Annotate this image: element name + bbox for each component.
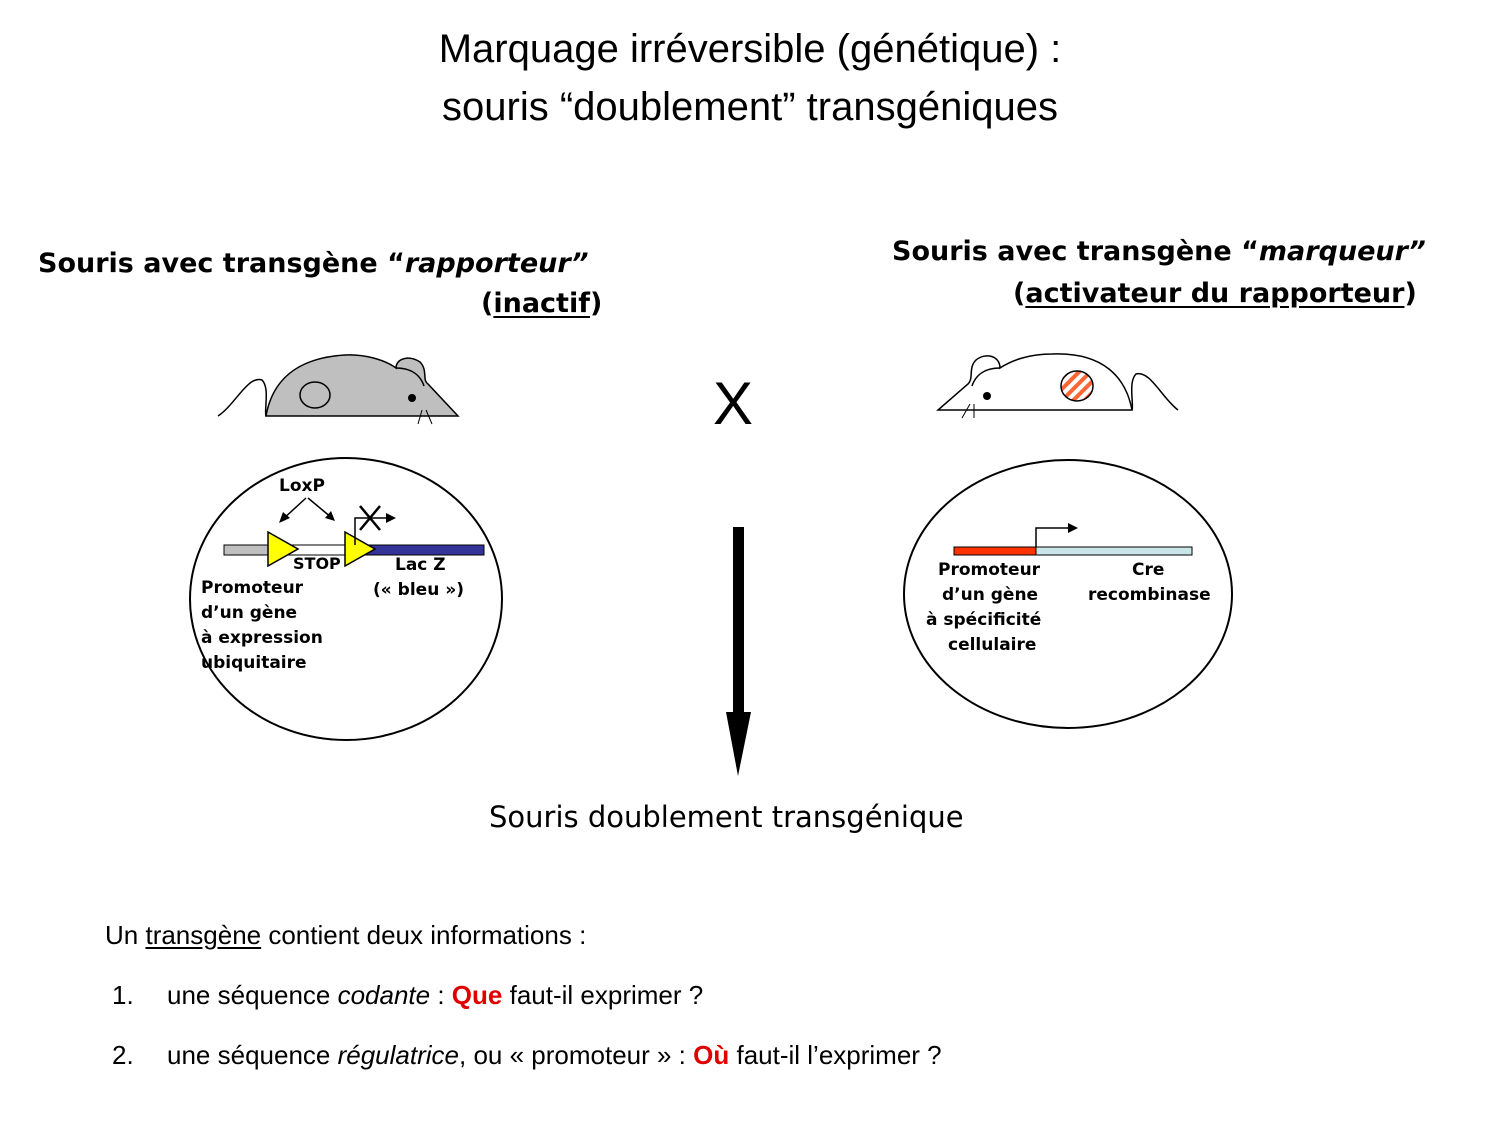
right-heading-italic: marqueur” (1258, 236, 1426, 267)
list-item-1: une séquence codante : Que faut-il expri… (167, 980, 703, 1011)
loxp-label: LoxP (279, 476, 325, 496)
marker-construct (953, 523, 1193, 556)
down-arrow-icon (726, 527, 751, 776)
transgene-intro: Un transgène contient deux informations … (105, 920, 586, 951)
item-1-italic: codante (337, 980, 431, 1010)
intro-underlined: transgène (145, 920, 262, 950)
right-paren-close: ) (1404, 278, 1417, 309)
item-2-mid: , ou « promoteur » : (459, 1040, 694, 1070)
stop-label: STOP (293, 554, 341, 573)
specific-promoter-segment (953, 546, 1037, 556)
block-cross-b (359, 505, 381, 531)
item-1-pre: une séquence (167, 980, 338, 1010)
right-heading-line-1: Souris avec transgène “marqueur” (892, 232, 1426, 272)
title-line-2: souris “doublement” transgéniques (442, 85, 1058, 129)
right-promoter-line-2: d’un gène (942, 585, 1039, 605)
result-label: Souris doublement transgénique (489, 800, 964, 834)
right-promoter-line-3: à spécificité (926, 610, 1042, 630)
right-promoter-line-4: cellulaire (948, 635, 1037, 655)
left-promoter-line-4: ubiquitaire (201, 653, 307, 673)
white-mouse-eye (983, 392, 991, 400)
white-mouse-body (935, 353, 1133, 411)
grey-mouse-eye (408, 394, 416, 402)
left-cell-outline (189, 457, 503, 741)
left-heading-prefix: Souris avec transgène “ (38, 248, 405, 279)
title-line-1: Marquage irréversible (génétique) : (438, 27, 1062, 71)
list-item-2: une séquence régulatrice, ou « promoteur… (167, 1040, 942, 1071)
left-promoter-line-2: d’un gène (201, 603, 298, 623)
right-heading-underlined: activateur du rapporteur (1025, 278, 1405, 309)
right-cell-outline (903, 459, 1233, 729)
lacz-label: Lac Z (395, 555, 446, 575)
left-heading-underlined: inactif (493, 288, 590, 319)
right-heading-prefix: Souris avec transgène “ (892, 236, 1259, 267)
grey-mouse-icon (217, 354, 460, 425)
loxp-triangle-1 (267, 530, 300, 568)
grey-mouse-body (265, 354, 460, 417)
cre-segment (1035, 546, 1193, 556)
item-1-mid: : (430, 980, 452, 1010)
item-2-keyword: Où (693, 1040, 730, 1070)
item-2-italic: régulatrice (337, 1040, 459, 1070)
left-heading-line-1: Souris avec transgène “rapporteur” (38, 244, 589, 284)
left-promoter-line-1: Promoteur (201, 578, 304, 598)
recombinase-label: recombinase (1088, 585, 1211, 605)
grey-mouse-organ (299, 381, 331, 409)
intro-prefix: Un (105, 920, 146, 950)
list-item-2-number: 2. (112, 1040, 134, 1070)
intro-suffix: contient deux informations : (261, 920, 587, 950)
right-paren-open: ( (1013, 278, 1026, 309)
left-heading-italic: rapporteur” (404, 248, 589, 279)
slide-title: Marquage irréversible (génétique) : sour… (0, 20, 1500, 136)
item-2-post: faut-il l’exprimer ? (729, 1040, 942, 1070)
left-heading-line-2: (inactif) (481, 284, 602, 324)
transcription-arrow-active (1035, 527, 1072, 547)
right-promoter-line-1: Promoteur (938, 560, 1041, 580)
ubiquitous-promoter-segment (223, 544, 273, 556)
loxp-triangle-2 (344, 530, 377, 568)
right-heading-line-2: (activateur du rapporteur) (1013, 274, 1417, 314)
left-paren-close: ) (589, 288, 603, 319)
item-1-keyword: Que (451, 980, 503, 1010)
transcription-arrow-blocked (354, 517, 392, 545)
list-item-1-number: 1. (112, 980, 134, 1010)
white-mouse-icon (935, 353, 1179, 419)
cre-label: Cre (1132, 560, 1165, 580)
left-promoter-line-3: à expression (201, 628, 323, 648)
item-1-post: faut-il exprimer ? (502, 980, 704, 1010)
reporter-construct (223, 497, 485, 568)
item-2-pre: une séquence (167, 1040, 338, 1070)
left-paren-open: ( (481, 288, 494, 319)
white-mouse-striped-organ (1060, 370, 1094, 402)
cross-symbol: X (713, 370, 754, 437)
lacz-color-label: (« bleu ») (373, 580, 464, 600)
